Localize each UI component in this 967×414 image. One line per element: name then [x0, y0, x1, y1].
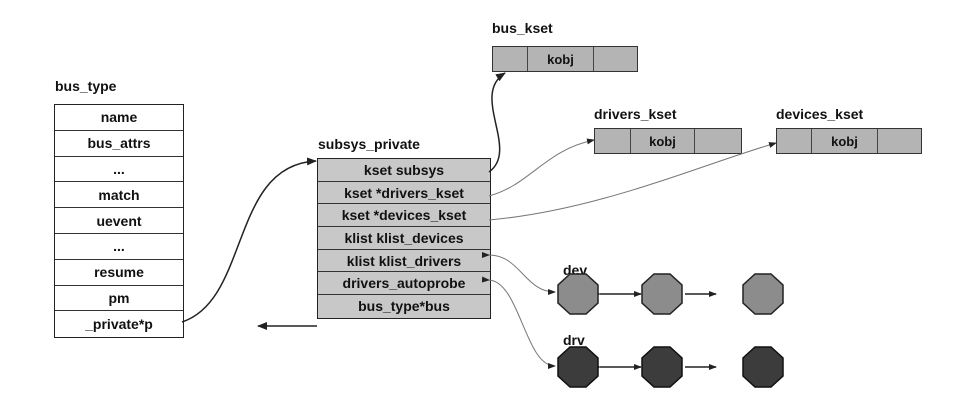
bus-kset-box: kobj — [492, 46, 638, 72]
subsys-to-bus-kset-arrow — [488, 72, 506, 173]
dev-node-3 — [742, 273, 784, 315]
subsys-field-klist-drivers: klist klist_drivers — [318, 249, 490, 273]
drivers-kset-right-cell — [695, 129, 741, 153]
drivers-kset-title: drivers_kset — [594, 106, 677, 122]
subsys-field-devices-kset: kset *devices_kset — [318, 204, 490, 228]
bus-type-field-uevent: uevent — [55, 208, 183, 234]
devices-kset-kobj: kobj — [812, 129, 878, 153]
bus-type-field-ellipsis-1: ... — [55, 157, 183, 183]
drivers-kset-arrow — [488, 138, 595, 197]
bus-type-title: bus_type — [55, 78, 117, 94]
drivers-kset-kobj: kobj — [631, 129, 695, 153]
devices-kset-arrow — [488, 142, 777, 221]
drv-node-2 — [641, 346, 683, 388]
bus-type-field-match: match — [55, 182, 183, 209]
klist-drivers-arrow — [481, 276, 556, 369]
subsys-field-drivers-kset: kset *drivers_kset — [318, 181, 490, 205]
devices-kset-title: devices_kset — [776, 106, 864, 122]
subsys-field-kset-subsys: kset subsys — [318, 159, 490, 182]
devices-kset-left-cell — [777, 129, 812, 153]
dev-node-1 — [557, 273, 599, 315]
dev-node-2 — [641, 273, 683, 315]
drivers-kset-left-cell — [595, 129, 631, 153]
bus-kset-left-cell — [493, 47, 528, 71]
private-p-arrow — [181, 157, 317, 323]
bus-type-field-pm: pm — [55, 286, 183, 312]
bus-kset-kobj: kobj — [528, 47, 594, 71]
subsys-private-title: subsys_private — [318, 136, 420, 152]
subsys-field-bus-type-bus: bus_type*bus — [318, 295, 490, 318]
bus-type-field-resume: resume — [55, 260, 183, 286]
subsys-field-klist-devices: klist klist_devices — [318, 227, 490, 250]
klist-devices-arrow — [481, 251, 556, 295]
subsys-field-drivers-autoprobe: drivers_autoprobe — [318, 272, 490, 296]
drv-node-3 — [742, 346, 784, 388]
devices-kset-box: kobj — [776, 128, 922, 154]
bus-type-field-name: name — [55, 105, 183, 131]
bus-type-field-bus-attrs: bus_attrs — [55, 131, 183, 157]
bus-kset-right-cell — [594, 47, 637, 71]
drivers-kset-box: kobj — [594, 128, 742, 154]
bus-type-struct: name bus_attrs ... match uevent ... resu… — [54, 104, 184, 339]
bus-type-field-ellipsis-2: ... — [55, 234, 183, 260]
drv-node-1 — [557, 346, 599, 388]
drv-list-label: drv — [563, 332, 585, 348]
bus-type-field-private: _private*p — [85, 316, 153, 333]
devices-kset-right-cell — [878, 129, 921, 153]
bus-kset-title: bus_kset — [492, 20, 553, 36]
subsys-private-struct: kset subsys kset *drivers_kset kset *dev… — [317, 158, 491, 319]
